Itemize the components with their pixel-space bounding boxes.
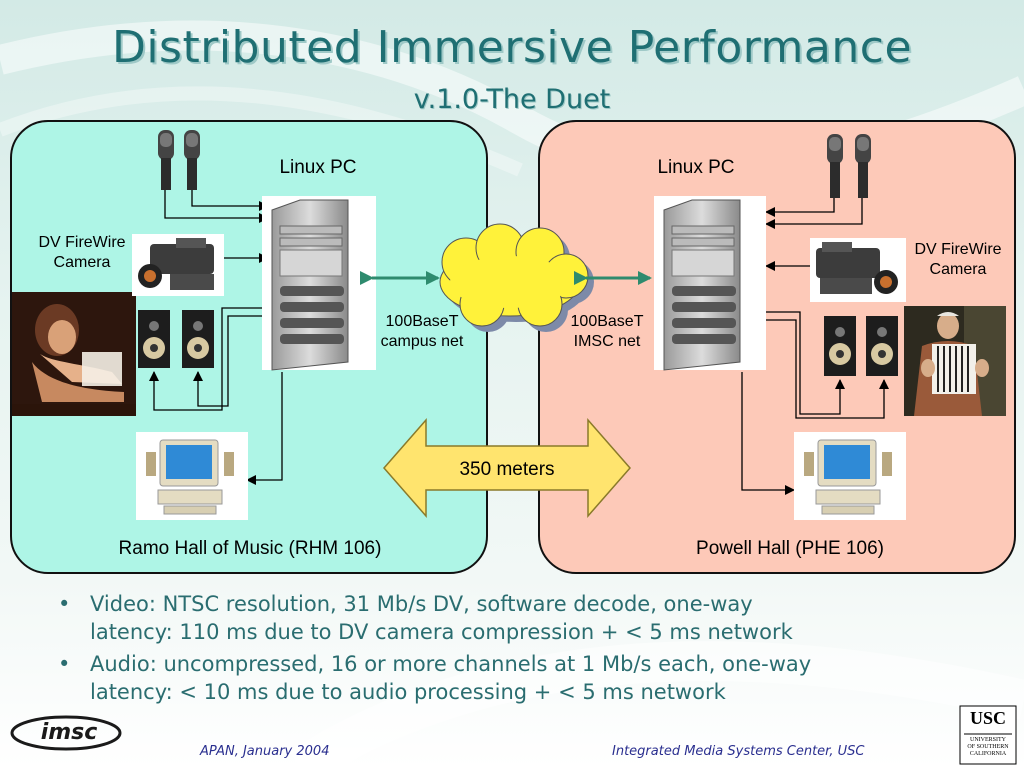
right-hall-label: Powell Hall (PHE 106) (696, 538, 884, 559)
bullet-video-line1: Video: NTSC resolution, 31 Mb/s DV, soft… (90, 592, 753, 616)
bullet-video-line2: latency: 110 ms due to DV camera compres… (90, 620, 793, 644)
left-network-label: 100BaseT campus net (362, 312, 482, 352)
right-network-line2: IMSC net (573, 333, 641, 350)
footer-org: Integrated Media Systems Center, USC (612, 744, 865, 759)
bullet-audio-line1: Audio: uncompressed, 16 or more channels… (90, 652, 812, 676)
left-network-line1: 100BaseT (385, 313, 459, 330)
right-network-line1: 100BaseT (570, 313, 644, 330)
pianist-photo (12, 292, 136, 416)
left-hall-label: Ramo Hall of Music (RHM 106) (118, 538, 382, 559)
left-camera-label: DV FireWire Camera (18, 233, 146, 273)
right-camera-label-line1: DV FireWire (914, 241, 1002, 258)
accordion-player-photo (904, 306, 1006, 416)
bullet-video: • Video: NTSC resolution, 31 Mb/s DV, so… (58, 590, 998, 646)
bullet-marker: • (58, 592, 71, 616)
slide-title: Distributed Immersive Performance (111, 22, 913, 73)
left-camera-label-line1: DV FireWire (38, 234, 126, 251)
usc-logo-line4: CALIFORNIA (969, 751, 1007, 757)
right-camera-label: DV FireWire Camera (896, 240, 1020, 280)
right-pc-label: Linux PC (657, 157, 735, 178)
bullet-list: • Video: NTSC resolution, 31 Mb/s DV, so… (58, 590, 998, 710)
bullet-audio: • Audio: uncompressed, 16 or more channe… (58, 650, 998, 706)
right-camera-label-line2: Camera (929, 261, 987, 278)
footer-event: APAN, January 2004 (200, 744, 330, 759)
imsc-logo-text: imsc (40, 720, 98, 745)
left-camera-label-line2: Camera (53, 254, 111, 271)
slide-subtitle: v.1.0-The Duet (413, 84, 611, 115)
usc-logo-line3: OF SOUTHERN (967, 744, 1009, 750)
usc-logo-subtext: UNIVERSITY OF SOUTHERN CALIFORNIA (960, 737, 1016, 758)
right-network-label: 100BaseT IMSC net (552, 312, 662, 352)
bullet-marker: • (58, 652, 71, 676)
usc-logo-line2: UNIVERSITY (970, 737, 1006, 743)
bullet-audio-line2: latency: < 10 ms due to audio processing… (90, 680, 726, 704)
left-pc-label: Linux PC (279, 157, 357, 178)
distance-label: 350 meters (459, 459, 555, 480)
left-network-line2: campus net (380, 333, 464, 350)
usc-logo-text: USC (969, 708, 1006, 728)
